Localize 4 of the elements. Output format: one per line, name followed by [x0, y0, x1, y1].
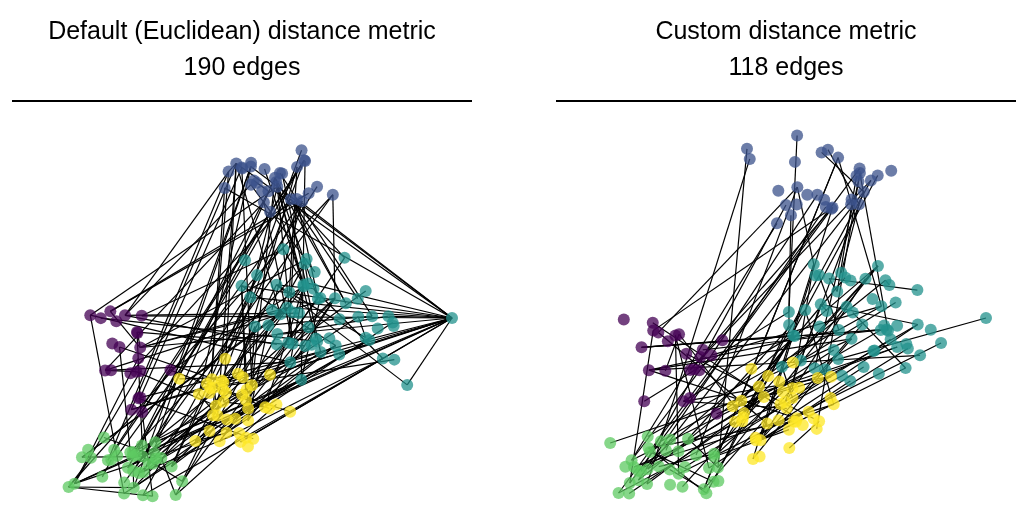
panel-title: Default (Euclidean) distance metric — [47, 15, 437, 46]
edge-count: 190 edges — [182, 51, 302, 82]
edge-count: 118 edges — [727, 51, 845, 82]
panel-title: Custom distance metric — [654, 15, 918, 46]
